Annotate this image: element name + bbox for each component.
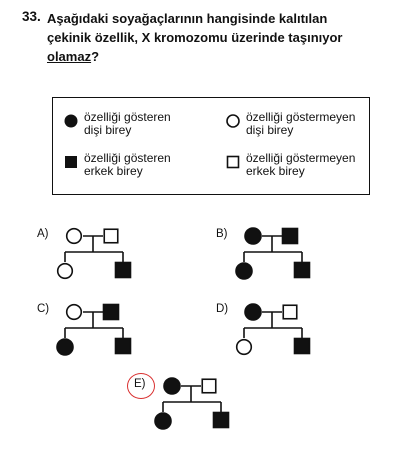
pedigree-a[interactable] [54,222,164,294]
selected-answer-circle [127,373,155,399]
father-empty-square [282,304,298,320]
mother-filled-circle [163,377,181,395]
question-mark: ? [91,49,100,64]
legend-affected-female-line2: dişi birey [84,123,132,137]
legend-affected-male-line2: erkek birey [84,164,143,178]
son-filled-square [293,337,311,355]
son-filled-square [114,337,132,355]
question-text: Aşağıdaki soyağaçlarının hangisinde kalı… [47,9,397,66]
son-filled-square [114,261,132,279]
empty-square-icon [226,155,240,169]
son-filled-square [212,411,230,429]
pedigree-d[interactable] [233,298,343,370]
mother-filled-circle [244,227,262,245]
mother-empty-circle [65,303,83,321]
father-empty-square [103,228,119,244]
father-empty-square [201,378,217,394]
legend-unaffected-female: özelliği göstermeyen dişi birey [225,111,366,137]
option-d-label[interactable]: D) [216,303,229,315]
option-c-label[interactable]: C) [37,303,50,315]
father-filled-square [102,303,120,321]
legend-unaffected-female-line2: dişi birey [246,123,294,137]
daughter-filled-circle [235,262,253,280]
son-filled-square [293,261,311,279]
daughter-empty-circle [56,262,74,280]
option-a-label[interactable]: A) [37,228,49,240]
father-filled-square [281,227,299,245]
daughter-empty-circle [235,338,253,356]
mother-empty-circle [65,227,83,245]
legend-affected-male: özelliği gösteren erkek birey [63,152,204,178]
legend-box: özelliği gösteren dişi birey özelliği gö… [52,97,370,195]
legend-affected-female-line1: özelliği gösteren [84,110,171,124]
pedigree-e[interactable] [152,372,262,444]
daughter-filled-circle [56,338,74,356]
question-negation: olamaz [47,49,92,64]
pedigree-c[interactable] [54,298,164,370]
question-line-3: olamaz? [47,47,397,66]
option-b-label[interactable]: B) [216,228,228,240]
legend-unaffected-female-line1: özelliği göstermeyen [246,110,356,124]
filled-square-icon [65,156,77,168]
legend-unaffected-male-line1: özelliği göstermeyen [246,151,356,165]
legend-affected-female: özelliği gösteren dişi birey [63,111,204,137]
mother-filled-circle [244,303,262,321]
legend-affected-male-line1: özelliği gösteren [84,151,171,165]
question-line-1: Aşağıdaki soyağaçlarının hangisinde kalı… [47,11,328,26]
legend-unaffected-male-line2: erkek birey [246,164,305,178]
empty-circle-icon [226,114,240,128]
question-number: 33. [22,9,41,24]
filled-circle-icon [64,114,78,128]
daughter-filled-circle [154,412,172,430]
question-line-2: çekinik özellik, X kromozomu üzerinde ta… [47,30,343,45]
legend-unaffected-male: özelliği göstermeyen erkek birey [225,152,366,178]
pedigree-b[interactable] [233,222,343,294]
